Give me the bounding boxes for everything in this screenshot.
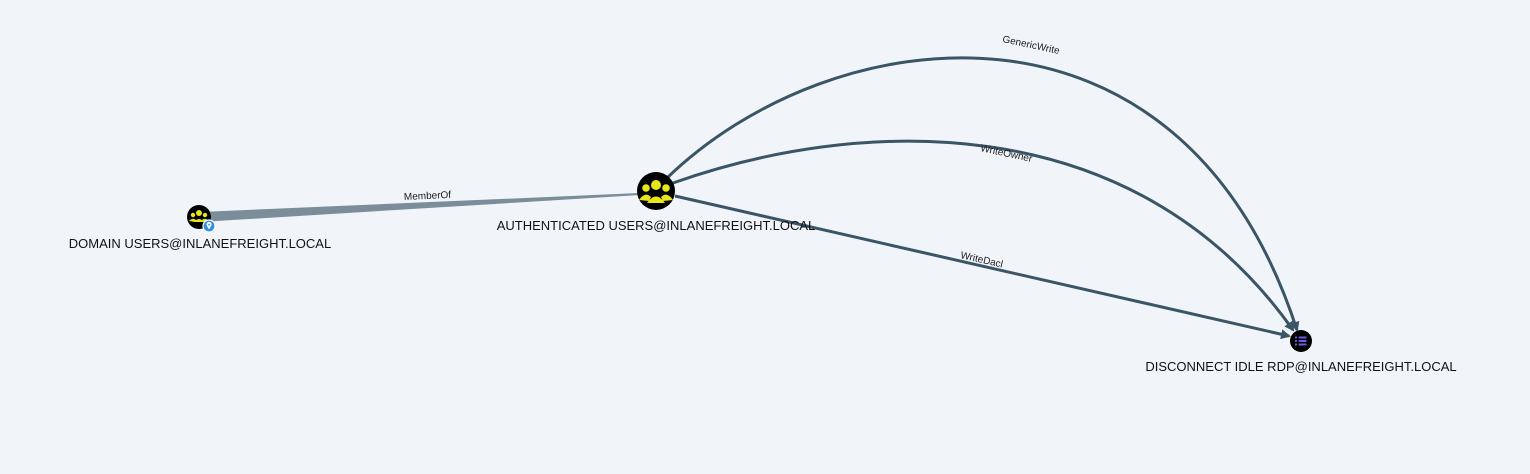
location-pin-icon — [202, 219, 216, 233]
write-dacl-edge-line[interactable] — [674, 194, 1291, 340]
node-disconnect-idle-rdp[interactable]: DISCONNECT IDLE RDP@INLANEFREIGHT.LOCAL — [1145, 330, 1457, 374]
edge-generic-write[interactable]: GenericWrite — [665, 34, 1300, 332]
node-domain-users[interactable]: DOMAIN USERS@INLANEFREIGHT.LOCAL — [69, 205, 331, 251]
edge-write-owner[interactable]: WriteOwner — [672, 139, 1295, 332]
disconnect-idle-rdp-node-label: DISCONNECT IDLE RDP@INLANEFREIGHT.LOCAL — [1145, 359, 1456, 374]
authenticated-users-node-label: AUTHENTICATED USERS@INLANEFREIGHT.LOCAL — [497, 218, 816, 233]
write-owner-edge-label: WriteOwner — [979, 143, 1033, 165]
users-icon — [639, 180, 673, 203]
member-of-edge-label: MemberOf — [404, 190, 452, 203]
generic-write-edge-line[interactable] — [665, 56, 1300, 332]
domain-users-node-label: DOMAIN USERS@INLANEFREIGHT.LOCAL — [69, 236, 331, 251]
node-authenticated-users[interactable]: AUTHENTICATED USERS@INLANEFREIGHT.LOCAL — [497, 172, 816, 233]
generic-write-edge-label: GenericWrite — [1001, 34, 1061, 57]
write-owner-edge-line[interactable] — [672, 139, 1295, 332]
users-icon — [189, 210, 209, 222]
list-icon — [1295, 336, 1307, 346]
edge-write-dacl[interactable]: WriteDacl — [674, 194, 1291, 340]
member-of-edge-line[interactable] — [200, 193, 641, 222]
edge-member-of[interactable]: MemberOf — [200, 190, 641, 222]
authenticated-users-node-circle[interactable] — [637, 172, 675, 210]
